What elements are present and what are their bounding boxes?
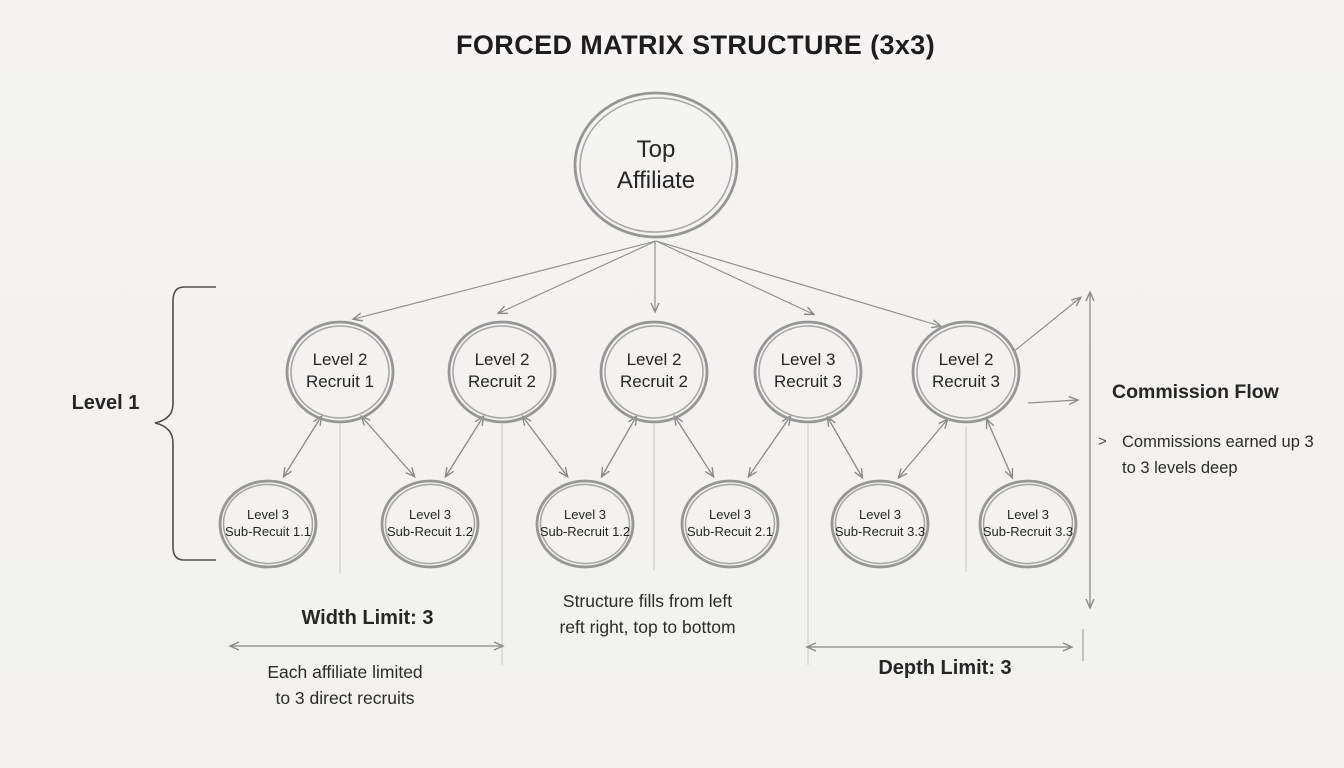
- commission-note-line1: Commissions earned up 3: [1122, 433, 1314, 451]
- diagram-title: FORCED MATRIX STRUCTURE (3x3): [456, 30, 936, 60]
- top-affiliate-circle: [573, 91, 739, 239]
- level3-label-3: Level 3 Sub-Recruit 1.2: [530, 506, 640, 540]
- level2-circle-2: [447, 320, 557, 424]
- top-affiliate-label: Top Affiliate: [586, 134, 726, 196]
- level2-1-line2: Recruit 1: [305, 372, 375, 391]
- level2-3-line1: Level 2: [626, 350, 682, 369]
- level3-2-line1: Level 3: [409, 507, 451, 522]
- level3-6-line1: Level 3: [1007, 507, 1049, 522]
- level3-1-line2: Sub-Recuit 1.1: [225, 524, 311, 539]
- level3-2-line2: Sub-Recuit 1.2: [387, 524, 473, 539]
- level2-2-line2: Recruit 2: [467, 372, 537, 391]
- fill-note: Structure fills from left reft right, to…: [535, 588, 760, 640]
- level3-circle-6: [978, 479, 1078, 569]
- level1-label: Level 1: [71, 392, 140, 414]
- top-fan-arrows: [351, 240, 943, 329]
- level2-5-line2: Recruit 3: [931, 372, 1001, 391]
- width-limit-label: Width Limit: 3: [301, 607, 434, 629]
- level2-label-1: Level 2 Recruit 1: [285, 349, 395, 393]
- commission-flow-arrows: [1012, 290, 1095, 610]
- level3-label-4: Level 3 Sub-Recuit 2.1: [675, 506, 785, 540]
- level2-3-line2: Recruit 2: [619, 372, 689, 391]
- level2-circle-3: [599, 320, 709, 424]
- level2-circle-5: [911, 320, 1021, 424]
- width-caption-line1: Each affiliate limited: [267, 662, 423, 682]
- level3-circle-4: [680, 479, 780, 569]
- level2-circle-1: [285, 320, 395, 424]
- level3-5-line2: Sub-Recruit 3.3: [834, 524, 926, 539]
- level3-6-line2: Sub-Recruit 3.3: [982, 524, 1074, 539]
- level2-label-5: Level 2 Recruit 3: [911, 349, 1021, 393]
- level3-1-line1: Level 3: [247, 507, 289, 522]
- level3-circle-5: [830, 479, 930, 569]
- level3-4-line1: Level 3: [709, 507, 751, 522]
- level2-label-3: Level 2 Recruit 2: [599, 349, 709, 393]
- level2-circles: [285, 320, 1021, 424]
- level2-circle-4: [753, 320, 863, 424]
- level2-4-line1: Level 3: [780, 350, 836, 369]
- level3-5-line1: Level 3: [859, 507, 901, 522]
- top-affiliate-line2: Affiliate: [616, 167, 696, 194]
- commission-note: Commissions earned up 3 to 3 levels deep: [1122, 429, 1340, 481]
- fill-note-line1: Structure fills from left: [562, 591, 733, 611]
- level3-circles: [218, 479, 1078, 569]
- matrix-cross-arrows: [282, 414, 1014, 480]
- commission-bullet-icon: >: [1098, 433, 1107, 450]
- commission-flow-title: Commission Flow: [1112, 381, 1279, 403]
- level2-2-line1: Level 2: [474, 350, 530, 369]
- depth-limit-label: Depth Limit: 3: [878, 657, 1012, 679]
- fill-note-line2: reft right, top to bottom: [559, 617, 736, 637]
- level3-label-1: Level 3 Sub-Recuit 1.1: [213, 506, 323, 540]
- level3-label-6: Level 3 Sub-Recruit 3.3: [973, 506, 1083, 540]
- level2-5-line1: Level 2: [938, 350, 994, 369]
- depth-limit-arrow: [805, 629, 1084, 661]
- level1-brace: [154, 286, 216, 561]
- level3-circle-3: [535, 479, 635, 569]
- guide-lines: [339, 424, 967, 665]
- level2-label-2: Level 2 Recruit 2: [447, 349, 557, 393]
- level3-circle-1: [218, 479, 318, 569]
- level2-4-line2: Recruit 3: [773, 372, 843, 391]
- level3-circle-2: [380, 479, 480, 569]
- level3-label-5: Level 3 Sub-Recruit 3.3: [825, 506, 935, 540]
- width-caption-line2: to 3 direct recruits: [275, 688, 415, 708]
- width-limit-caption: Each affiliate limited to 3 direct recru…: [240, 659, 450, 711]
- level3-label-2: Level 3 Sub-Recuit 1.2: [375, 506, 485, 540]
- level2-1-line1: Level 2: [312, 350, 368, 369]
- commission-note-line2: to 3 levels deep: [1122, 459, 1238, 477]
- level3-4-line2: Sub-Recuit 2.1: [687, 524, 773, 539]
- top-affiliate-line1: Top: [636, 136, 676, 163]
- level3-3-line2: Sub-Recruit 1.2: [539, 524, 631, 539]
- level2-label-4: Level 3 Recruit 3: [753, 349, 863, 393]
- level3-3-line1: Level 3: [564, 507, 606, 522]
